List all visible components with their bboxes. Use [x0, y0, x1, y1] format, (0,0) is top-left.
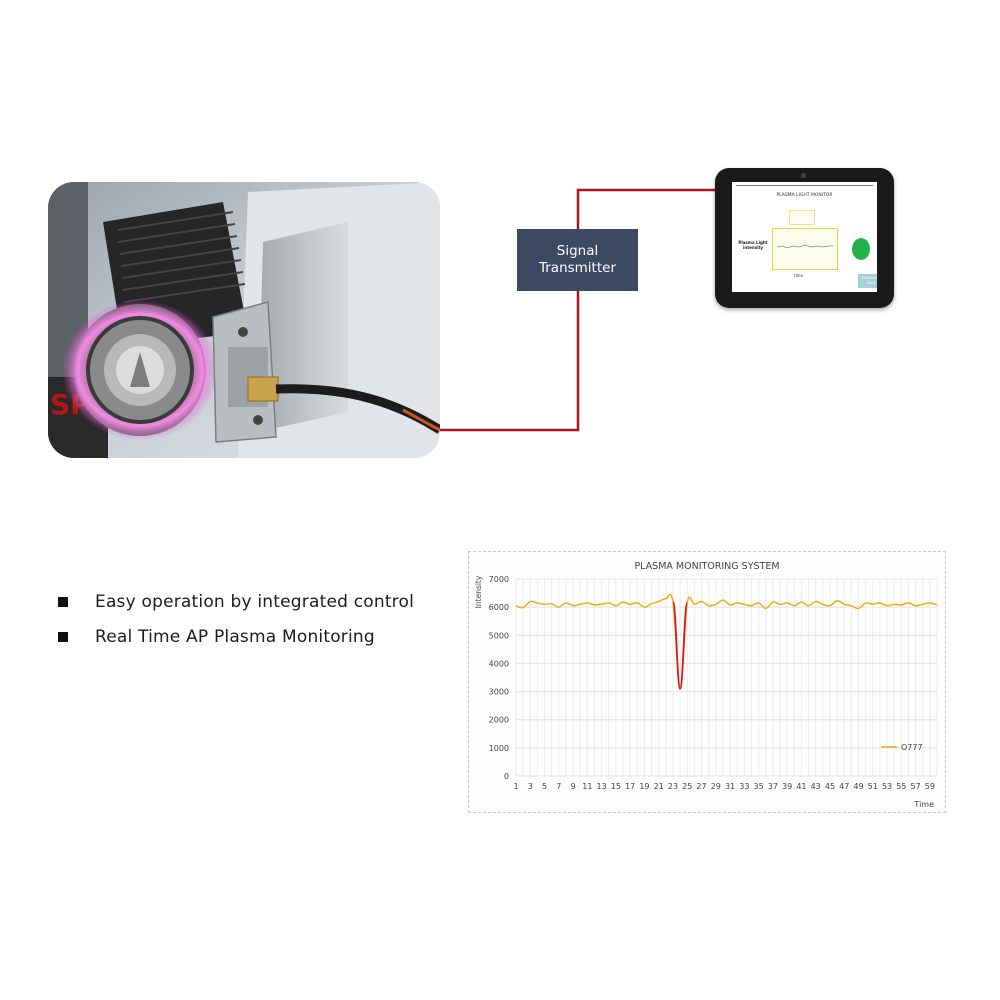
x-tick-label: 49: [853, 782, 863, 791]
x-tick-label: 57: [910, 782, 920, 791]
signal-box-line2: Transmitter: [538, 260, 617, 276]
x-tick-label: 1: [513, 782, 518, 791]
x-tick-label: 29: [711, 782, 721, 791]
legend-label: O777: [901, 743, 923, 752]
series-line-o777: [515, 593, 938, 690]
x-tick-label: 31: [725, 782, 735, 791]
tablet-screen: PLASMA LIGHT MONITOR Plasma Light intens…: [732, 182, 877, 292]
y-tick-label: 0: [504, 772, 509, 781]
x-tick-label: 3: [528, 782, 533, 791]
feature-text: Real Time AP Plasma Monitoring: [95, 626, 375, 647]
x-tick-label: 5: [542, 782, 547, 791]
screen-title: PLASMA LIGHT MONITOR: [776, 193, 833, 198]
x-tick-label: 9: [571, 782, 576, 791]
screen-header-line: [736, 185, 873, 186]
status-indicator: [852, 238, 870, 260]
y-tick-label: 5000: [489, 631, 509, 640]
signal-box-line1: Signal: [556, 243, 599, 259]
sensor-photo: SP: [48, 182, 440, 458]
x-tick-label: 21: [654, 782, 664, 791]
y-tick-label: 2000: [489, 716, 509, 725]
x-tick-label: 11: [582, 782, 592, 791]
x-tick-label: 45: [825, 782, 835, 791]
sensor-illustration: SP: [48, 182, 440, 458]
signal-transmitter-box: Signal Transmitter: [517, 229, 638, 291]
chart-svg: PLASMA MONITORING SYSTEM 0 1000 2000 3000 400…: [474, 561, 938, 809]
x-axis-label: Time: [913, 800, 934, 809]
x-tick-label: 41: [796, 782, 806, 791]
x-tick-label: 13: [597, 782, 607, 791]
x-tick-label: 17: [625, 782, 635, 791]
x-tick-label: 35: [754, 782, 764, 791]
chart-title: PLASMA MONITORING SYSTEM: [634, 561, 779, 572]
x-tick-label: 19: [639, 782, 649, 791]
screen-mini-chart: [772, 228, 838, 270]
x-tick-label: 33: [739, 782, 749, 791]
x-tick-label: 23: [668, 782, 678, 791]
x-tick-label: 37: [768, 782, 778, 791]
bullet-icon: [58, 596, 68, 607]
y-tick-label: 7000: [489, 575, 509, 584]
x-tick-label: 47: [839, 782, 849, 791]
screen-intensity-label: Plasma Light intensity: [738, 240, 768, 250]
y-axis-label: Intensity: [474, 575, 483, 608]
x-tick-label: 51: [868, 782, 878, 791]
x-tick-label: 15: [611, 782, 621, 791]
feature-text: Easy operation by integrated control: [95, 591, 415, 612]
x-tick-label: 43: [811, 782, 821, 791]
screen-time-label: time: [794, 273, 804, 278]
series-dip-highlight: [672, 601, 689, 690]
x-tick-label: 7: [556, 782, 561, 791]
y-tick-label: 6000: [489, 603, 509, 612]
y-tick-label: 4000: [489, 659, 509, 668]
x-tick-label: 39: [782, 782, 792, 791]
y-tick-label: 3000: [489, 688, 509, 697]
x-tick-label: 53: [882, 782, 892, 791]
x-tick-label: 27: [696, 782, 706, 791]
monitoring-start-button[interactable]: Monitoring Start: [858, 274, 877, 288]
tablet-device: PLASMA LIGHT MONITOR Plasma Light intens…: [715, 168, 894, 308]
feature-item: Easy operation by integrated control: [58, 584, 414, 619]
bullet-icon: [58, 631, 68, 642]
mini-chart-line: [776, 244, 833, 249]
x-tick-label: 25: [682, 782, 692, 791]
y-tick-label: 1000: [489, 744, 509, 753]
feature-list: Easy operation by integrated control Rea…: [58, 584, 414, 654]
screen-value-box: [789, 210, 815, 225]
x-tick-label: 55: [896, 782, 906, 791]
plasma-chart: PLASMA MONITORING SYSTEM 0 1000 2000 3000 400…: [468, 551, 946, 813]
camera-icon: [801, 173, 806, 178]
feature-item: Real Time AP Plasma Monitoring: [58, 619, 414, 654]
x-tick-label: 59: [925, 782, 935, 791]
